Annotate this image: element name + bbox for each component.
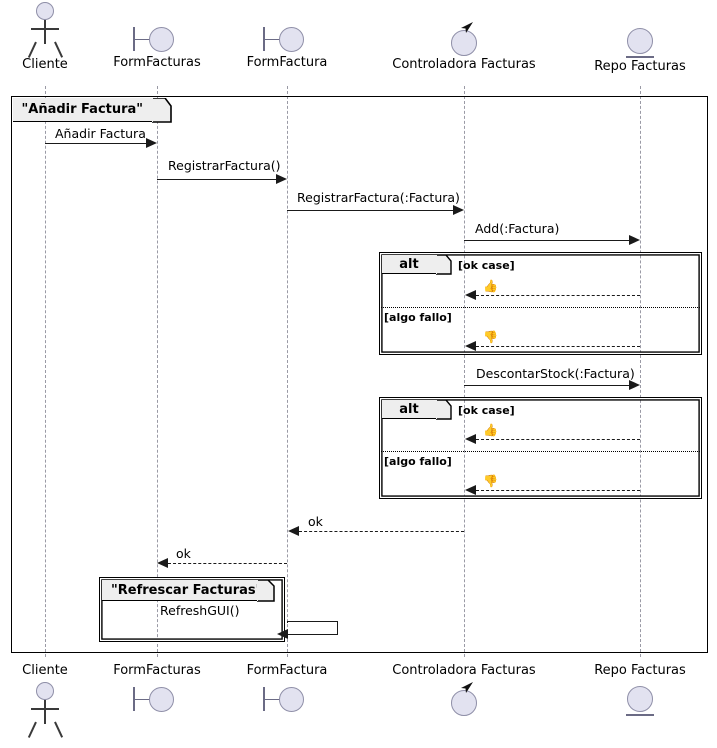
arrowhead-left <box>288 525 299 536</box>
lifeline-cliente <box>45 86 46 657</box>
fragment-title-refrescar-facturas: "Refrescar Facturas" <box>102 580 262 601</box>
fragment-title-corner <box>152 97 172 123</box>
thumbs-down-icon: 👎 <box>483 330 498 344</box>
participant-label: Repo Facturas <box>594 663 686 678</box>
arrowhead-right <box>629 379 640 390</box>
guard-algo-fallo-2: [algo fallo] <box>384 455 452 468</box>
fragment-alt-2 <box>379 397 702 499</box>
message-label-registrarfactura-factura: RegistrarFactura(:Factura) <box>297 190 460 205</box>
participant-cliente-bottom[interactable]: Cliente <box>13 664 77 738</box>
guard-ok-case-1: [ok case] <box>458 259 515 272</box>
participant-formfactura-bottom[interactable]: FormFactura <box>238 664 336 716</box>
lifeline-formfactura <box>287 86 288 657</box>
message-line-registrarfactura <box>157 179 276 180</box>
participant-repo-facturas-top[interactable]: Repo Facturas <box>588 26 692 74</box>
message-label-registrarfactura: RegistrarFactura() <box>168 158 281 173</box>
participant-label: FormFacturas <box>113 55 201 70</box>
participant-label: Cliente <box>22 663 68 678</box>
entity-icon <box>624 684 656 718</box>
self-message-bottom <box>287 634 338 635</box>
self-message-top <box>287 621 338 622</box>
arrowhead-left <box>465 289 476 300</box>
lifeline-formfacturas <box>157 86 158 657</box>
participant-label: FormFacturas <box>113 663 201 678</box>
message-label-anadir-factura: Añadir Factura <box>55 126 146 141</box>
participant-repo-facturas-bottom[interactable]: Repo Facturas <box>588 664 692 718</box>
fragment-anadir-factura <box>11 96 708 653</box>
fragment-title-anadir-factura: "Añadir Factura" <box>12 97 153 122</box>
message-line-descontarstock <box>464 385 629 386</box>
self-message-right <box>337 621 338 634</box>
fragment-operator-alt-2: alt <box>382 400 436 419</box>
boundary-icon <box>132 682 182 716</box>
participant-formfacturas-top[interactable]: FormFacturas <box>105 22 209 70</box>
thumbs-up-icon: 👍 <box>483 423 498 437</box>
arrowhead-right <box>629 234 640 245</box>
thumbs-up-icon: 👍 <box>483 279 498 293</box>
fragment-divider-2 <box>381 451 700 452</box>
participant-label: Controladora Facturas <box>392 663 536 678</box>
boundary-icon <box>132 22 182 56</box>
message-line-ok-2 <box>168 563 287 564</box>
fragment-alt-1 <box>379 252 702 355</box>
participant-cliente-top[interactable]: Cliente <box>13 2 77 72</box>
message-label-ok-1: ok <box>308 514 323 529</box>
fragment-operator-alt-1: alt <box>382 255 436 274</box>
arrowhead-left <box>157 557 168 568</box>
arrowhead-left <box>277 628 288 639</box>
message-line-reply-fail-2 <box>476 490 640 491</box>
guard-algo-fallo-1: [algo fallo] <box>384 311 452 324</box>
participant-formfactura-top[interactable]: FormFactura <box>238 22 336 70</box>
participant-label: Controladora Facturas <box>392 57 536 72</box>
participant-label: Cliente <box>22 57 68 72</box>
arrowhead-left <box>465 484 476 495</box>
actor-icon <box>23 2 67 58</box>
fragment-divider-1 <box>381 307 700 308</box>
thumbs-down-icon: 👎 <box>483 474 498 488</box>
guard-ok-case-2: [ok case] <box>458 404 515 417</box>
boundary-icon <box>262 22 312 56</box>
entity-icon <box>624 26 656 60</box>
lifeline-repo-facturas <box>640 86 641 657</box>
message-line-reply-ok-2 <box>476 439 640 440</box>
message-line-registrarfactura-factura <box>287 210 453 211</box>
fragment-title-corner <box>257 580 275 602</box>
participant-label: FormFactura <box>246 55 328 70</box>
arrowhead-right <box>146 137 157 148</box>
control-icon <box>448 22 480 58</box>
boundary-icon <box>262 682 312 716</box>
arrowhead-right <box>453 204 464 215</box>
message-line-add-factura <box>464 240 629 241</box>
message-label-descontarstock: DescontarStock(:Factura) <box>476 366 635 381</box>
fragment-refrescar-facturas <box>99 577 285 642</box>
participant-controladora-facturas-bottom[interactable]: Controladora Facturas <box>388 664 540 718</box>
message-label-ok-2: ok <box>176 546 191 561</box>
message-label-add-factura: Add(:Factura) <box>475 221 560 236</box>
participant-label: FormFactura <box>246 663 328 678</box>
control-icon <box>448 682 480 718</box>
message-line-reply-fail-1 <box>476 346 640 347</box>
fragment-operator-corner <box>436 400 452 420</box>
participant-label: Repo Facturas <box>594 59 686 74</box>
message-line-reply-ok-1 <box>476 295 640 296</box>
participant-formfacturas-bottom[interactable]: FormFacturas <box>105 664 209 716</box>
arrowhead-left <box>465 340 476 351</box>
message-line-anadir-factura <box>45 143 146 144</box>
message-line-ok-1 <box>299 531 464 532</box>
lifeline-controladora-facturas <box>464 86 465 657</box>
fragment-operator-corner <box>436 255 452 275</box>
arrowhead-right <box>276 173 287 184</box>
actor-icon <box>23 682 67 738</box>
message-label-refreshgui: RefreshGUI() <box>160 603 240 618</box>
participant-controladora-facturas-top[interactable]: Controladora Facturas <box>388 22 540 72</box>
arrowhead-left <box>465 433 476 444</box>
